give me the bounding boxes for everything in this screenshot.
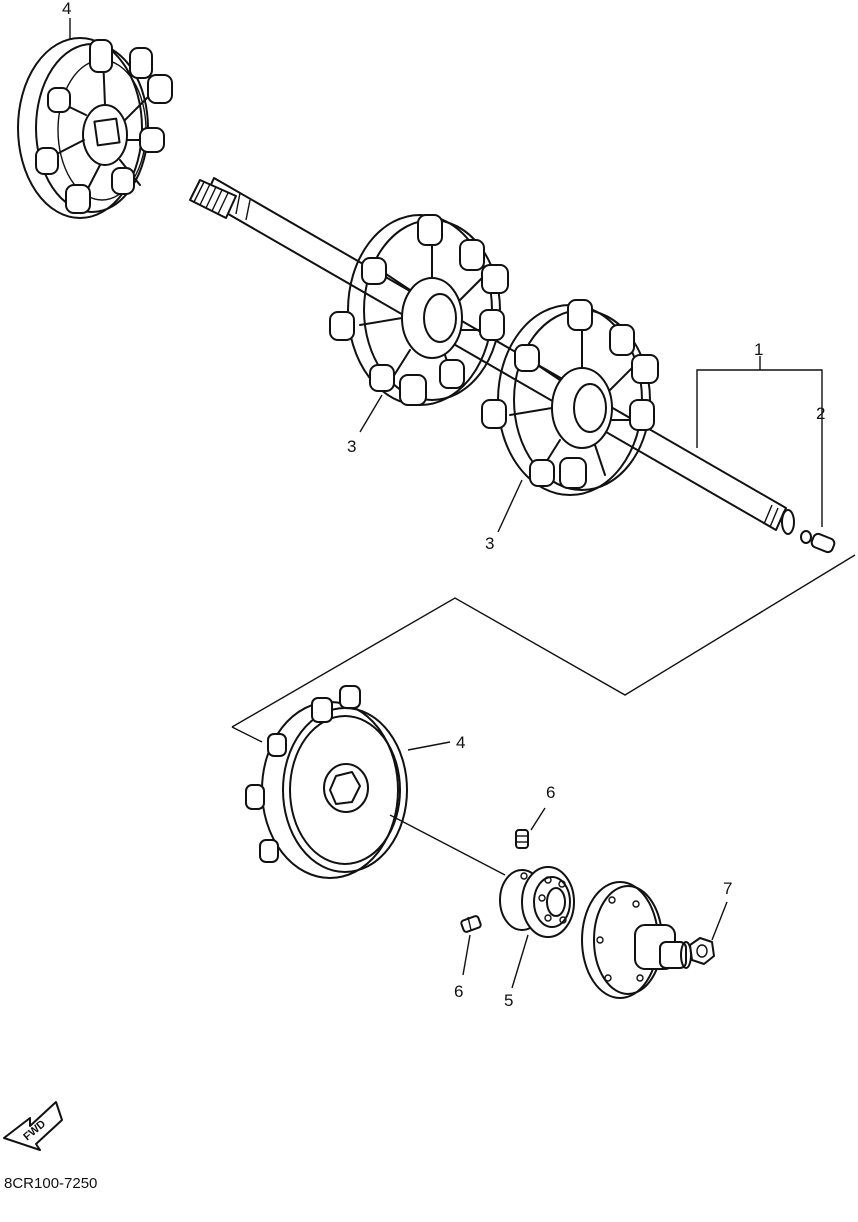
drive-shaft (189, 177, 795, 535)
sprocket-right (481, 299, 659, 496)
callout-7: 7 (723, 879, 732, 898)
nut-part-7 (689, 937, 715, 965)
flange-hub (581, 881, 692, 999)
callout-1: 1 (754, 340, 763, 359)
callout-2: 2 (816, 404, 825, 423)
callout-4a: 4 (62, 0, 71, 18)
fwd-arrow-icon: FWD (3, 1101, 63, 1151)
leader-lines (69, 18, 823, 989)
callout-4b: 4 (456, 733, 465, 752)
assembly-line-lower (389, 814, 506, 876)
wheel-lower (245, 685, 408, 879)
callout-3b: 3 (485, 534, 494, 553)
diagram-code: 8CR100-7250 (4, 1175, 97, 1192)
set-screw-upper (515, 829, 529, 849)
shaft-spline (189, 179, 237, 219)
bearing-part-5 (499, 866, 575, 938)
callout-5: 5 (504, 991, 513, 1010)
callout-3a: 3 (347, 437, 356, 456)
sprocket-middle (329, 214, 509, 406)
assembly-outline (231, 554, 856, 743)
set-screw-lower (460, 915, 482, 933)
wheel-top-left (17, 37, 173, 219)
shaft-thread (763, 504, 795, 535)
fitting-part-2 (800, 530, 836, 554)
callout-6a: 6 (546, 783, 555, 802)
callout-6b: 6 (454, 982, 463, 1001)
